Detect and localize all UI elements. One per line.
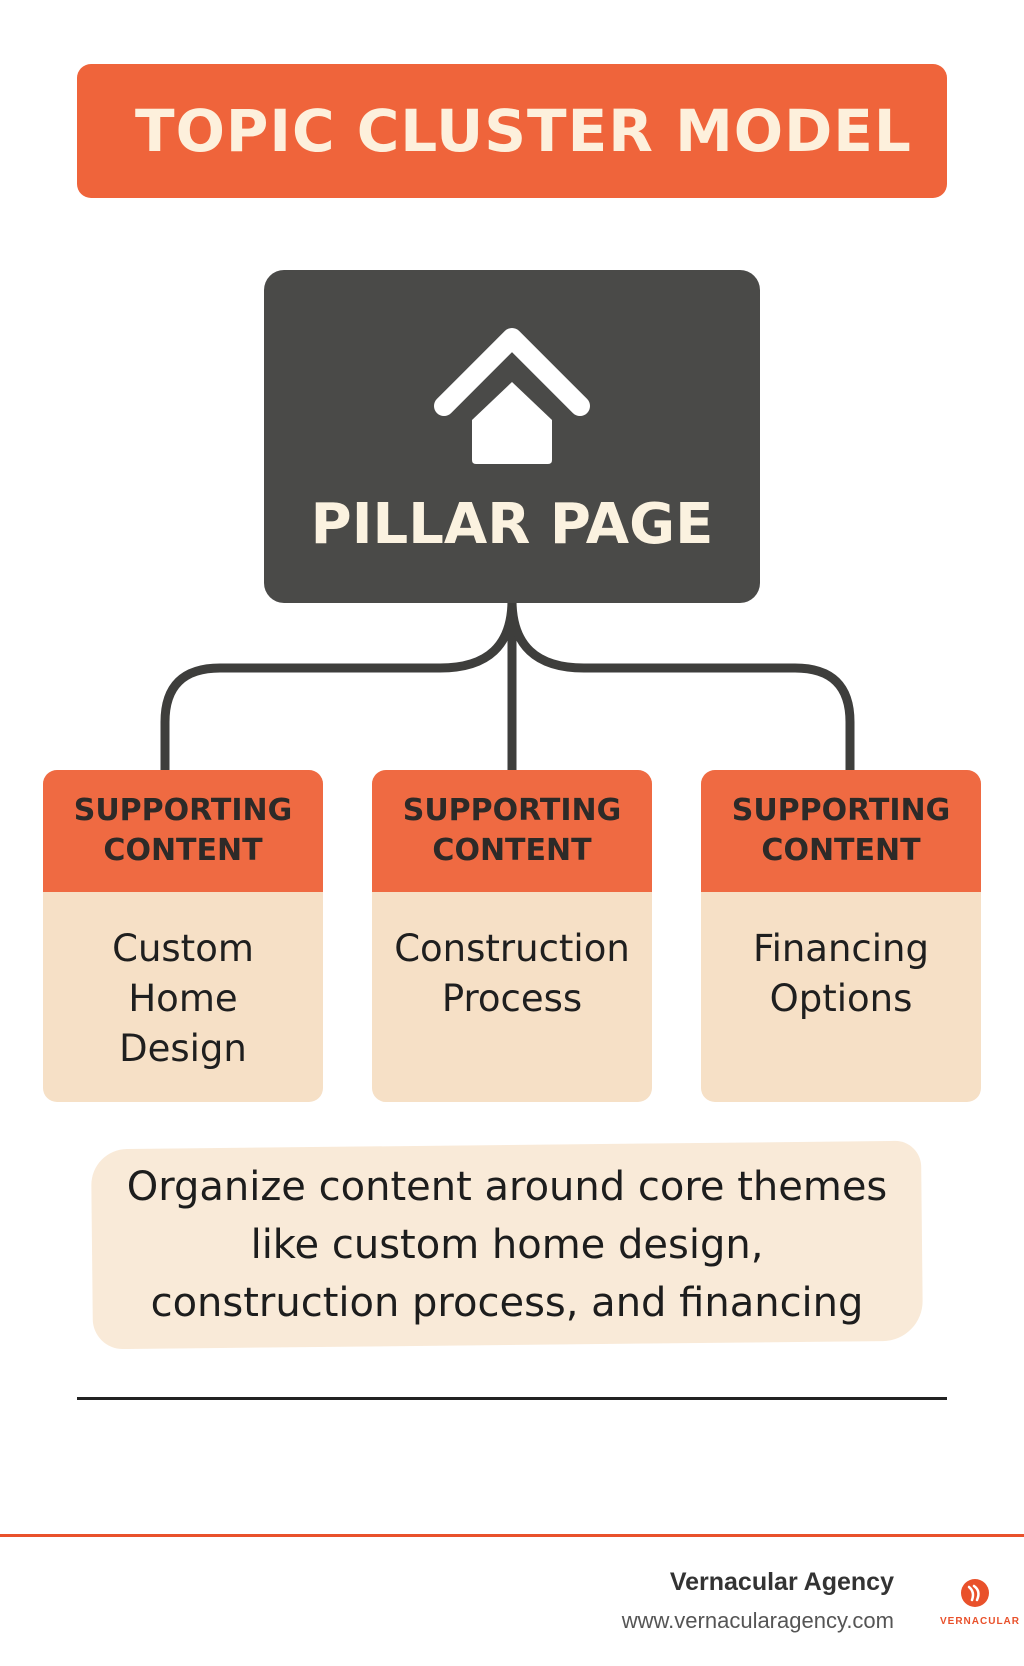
footer-rule (0, 1534, 1024, 1537)
connector-right (507, 595, 855, 777)
card-topic-line: Options (769, 977, 913, 1020)
card-topic-line: Design (119, 1027, 247, 1070)
card-header: SUPPORTING CONTENT (372, 770, 652, 892)
card-header-line: CONTENT (761, 833, 921, 868)
pillar-page-label: PILLAR PAGE (310, 492, 714, 557)
house-icon (434, 328, 590, 464)
card-header-line: SUPPORTING (73, 793, 293, 828)
agency-url: www.vernacularagency.com (621, 1608, 894, 1633)
diagram-title: TOPIC CLUSTER MODEL (135, 97, 912, 165)
card-topic-line: Custom (112, 927, 254, 970)
card-body: Financing Options (701, 892, 981, 1024)
summary-note: Organize content around core themes like… (92, 1158, 922, 1332)
card-topic-line: Financing (752, 927, 929, 970)
vernacular-logo: VERNACULAR (940, 1578, 1020, 1627)
card-header: SUPPORTING CONTENT (701, 770, 981, 892)
card-header-line: SUPPORTING (402, 793, 622, 828)
card-body: Custom Home Design (43, 892, 323, 1074)
logo-mark-icon (961, 1579, 989, 1607)
connector-left (160, 595, 517, 777)
supporting-card-2: SUPPORTING CONTENT Construction Process (372, 770, 652, 1102)
agency-name: Vernacular Agency (669, 1568, 894, 1596)
card-topic-line: Process (441, 977, 583, 1020)
logo-wordmark: VERNACULAR (940, 1616, 1020, 1627)
card-header-line: SUPPORTING (731, 793, 951, 828)
supporting-card-1: SUPPORTING CONTENT Custom Home Design (43, 770, 323, 1102)
card-body: Construction Process (372, 892, 652, 1024)
title-banner: TOPIC CLUSTER MODEL (77, 64, 947, 198)
card-header: SUPPORTING CONTENT (43, 770, 323, 892)
summary-note-line: like custom home design, (250, 1222, 764, 1268)
card-topic-line: Home (128, 977, 238, 1020)
divider-line (77, 1397, 947, 1400)
pillar-page-box: PILLAR PAGE (264, 270, 760, 603)
card-header-line: CONTENT (432, 833, 592, 868)
card-topic-line: Construction (394, 927, 630, 970)
summary-note-line: construction process, and financing (150, 1280, 864, 1326)
summary-note-line: Organize content around core themes (126, 1164, 888, 1210)
supporting-card-3: SUPPORTING CONTENT Financing Options (701, 770, 981, 1102)
card-header-line: CONTENT (103, 833, 263, 868)
